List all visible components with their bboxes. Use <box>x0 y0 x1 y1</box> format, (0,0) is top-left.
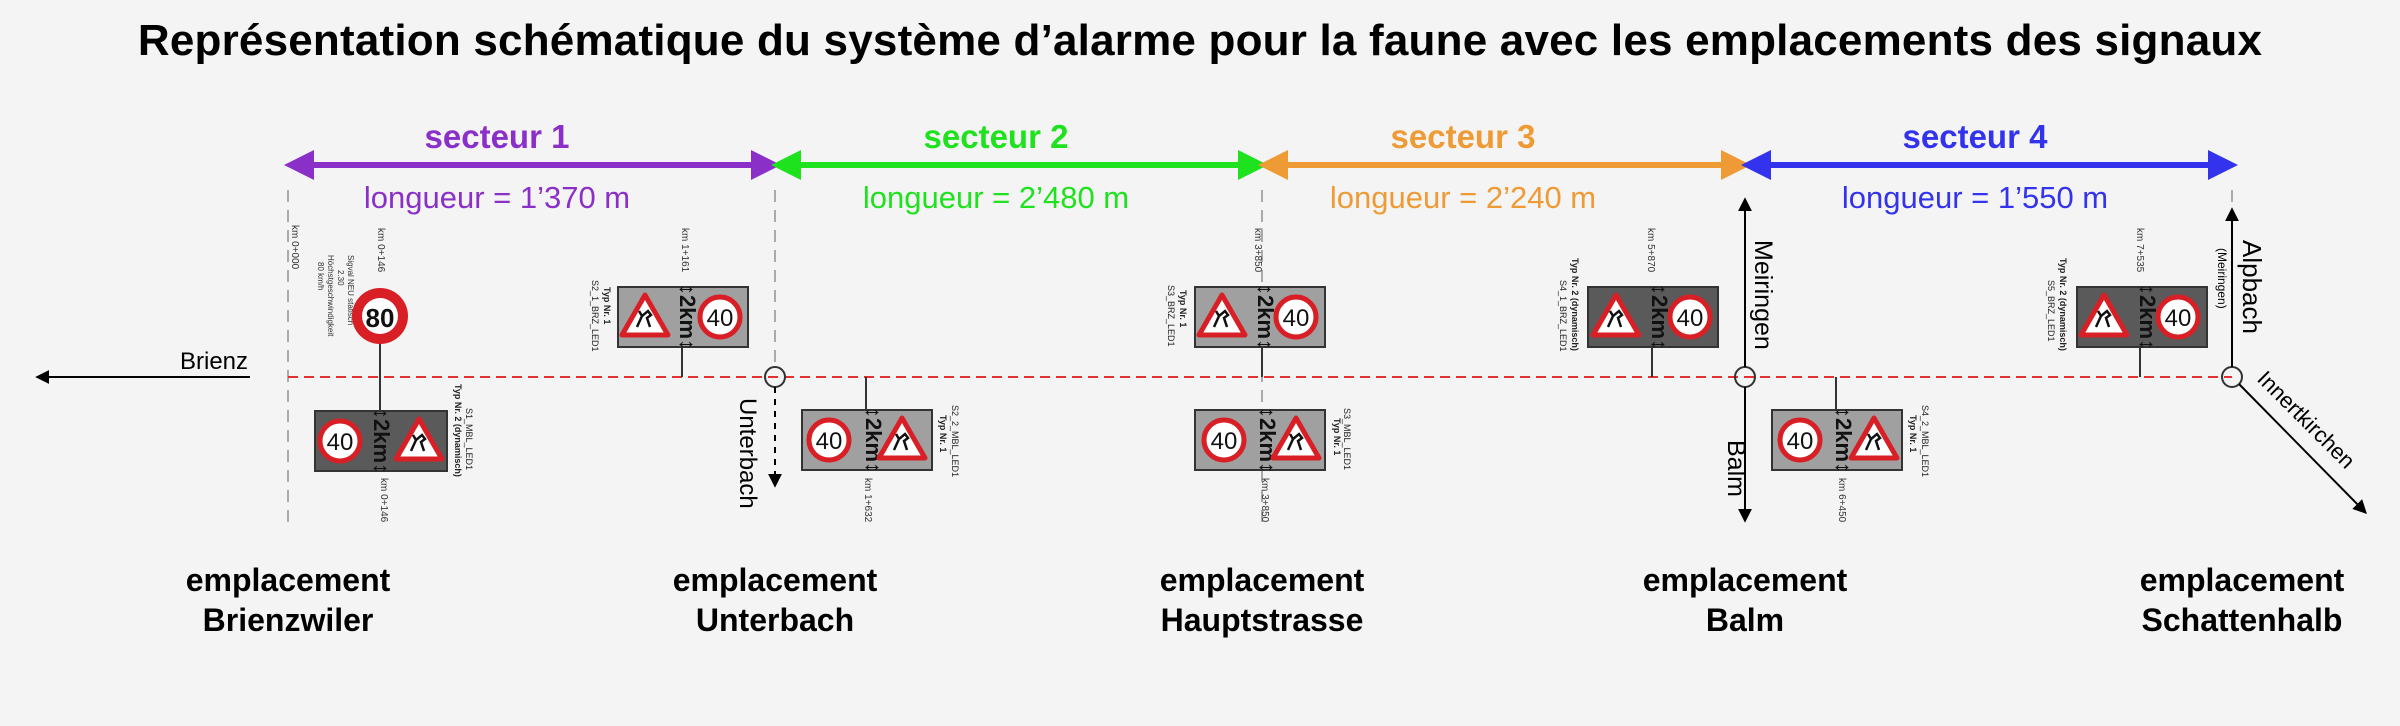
svg-text:Typ Nr. 1: Typ Nr. 1 <box>938 415 948 452</box>
svg-text:2.30: 2.30 <box>336 270 345 286</box>
brienz-label: Brienz <box>180 348 248 375</box>
svg-text:S2_2_MBL_LED1: S2_2_MBL_LED1 <box>950 405 960 477</box>
svg-text:S3_MBL_LED1: S3_MBL_LED1 <box>1342 408 1352 470</box>
km-s2-bottom: km 1+632 <box>862 478 873 523</box>
sign-s2-mbl: S2_2_MBL_LED1 Typ Nr. 1 <box>801 377 960 477</box>
svg-text:Typ Nr. 1: Typ Nr. 1 <box>1908 415 1918 452</box>
km-s5-top: km 7+535 <box>2134 228 2145 273</box>
svg-text:S4_2_MBL_LED1: S4_2_MBL_LED1 <box>1920 405 1930 477</box>
balm-label: Balm <box>1722 440 1750 497</box>
svg-text:Typ Nr. 1: Typ Nr. 1 <box>602 287 612 324</box>
speed-limit-80-sign: 80 <box>352 288 408 410</box>
sign-s5-brz: S5_BRZ_LED1 Typ Nr. 2 (dynamisch) <box>2046 258 2208 377</box>
sector-1-length: longueur = 1’370 m <box>364 180 630 215</box>
svg-text:Typ Nr. 2 (dynamisch): Typ Nr. 2 (dynamisch) <box>453 384 463 477</box>
svg-text:Typ Nr. 2 (dynamisch): Typ Nr. 2 (dynamisch) <box>1570 258 1580 351</box>
location-unterbach: emplacement Unterbach <box>672 562 878 638</box>
sign-s1-mbl: S1_MBL_LED1 Typ Nr. 2 (dynamisch) <box>314 384 474 477</box>
sector-4-name: secteur 4 <box>1903 118 2049 155</box>
innertkirchen-label: Innertkirchen <box>2252 366 2360 474</box>
km-s1-bottom: km 0+146 <box>378 478 389 523</box>
alpbach-label: Alpbach <box>2237 240 2267 334</box>
diagram-title: Représentation schématique du système d’… <box>137 16 2263 65</box>
svg-text:Typ Nr. 2 (dynamisch): Typ Nr. 2 (dynamisch) <box>2058 258 2068 351</box>
km-s4-bottom: km 6+450 <box>1836 478 1847 523</box>
svg-text:S3_BRZ_LED1: S3_BRZ_LED1 <box>1166 285 1176 347</box>
km-s2-top: km 1+161 <box>679 228 690 273</box>
svg-text:S1_MBL_LED1: S1_MBL_LED1 <box>464 408 474 470</box>
svg-text:80: 80 <box>366 303 395 333</box>
svg-text:S2_1_BRZ_LED1: S2_1_BRZ_LED1 <box>590 280 600 352</box>
km-s3-top: km 3+850 <box>1252 228 1263 273</box>
svg-text:Höchstgeschwindigkeit: Höchstgeschwindigkeit <box>326 255 335 337</box>
svg-text:Typ Nr. 1: Typ Nr. 1 <box>1178 290 1188 327</box>
km-s3-bottom: km 3+850 <box>1259 478 1270 523</box>
speed-note: Sigval NEU statisch 2.30 Höchstgeschwind… <box>316 255 355 337</box>
svg-text:80 km/h: 80 km/h <box>316 262 325 290</box>
meiringen-label: Meiringen <box>1749 240 1777 350</box>
sign-s4-mbl: S4_2_MBL_LED1 Typ Nr. 1 <box>1771 377 1930 477</box>
sign-s2-brz: S2_1_BRZ_LED1 Typ Nr. 1 <box>590 280 749 377</box>
sector-3-name: secteur 3 <box>1391 118 1536 155</box>
location-brienzwiler: emplacement Brienzwiler <box>185 562 391 638</box>
sector-4-length: longueur = 1’550 m <box>1842 180 2108 215</box>
sign-s3-brz: S3_BRZ_LED1 Typ Nr. 1 <box>1166 283 1326 377</box>
km-s4-top: km 5+870 <box>1645 228 1656 273</box>
sector-2-name: secteur 2 <box>924 118 1069 155</box>
km-start: km 0+000 <box>289 225 300 270</box>
svg-text:S4_1_BRZ_LED1: S4_1_BRZ_LED1 <box>1558 280 1568 352</box>
sector-2-length: longueur = 2’480 m <box>863 180 1129 215</box>
km-s1-top: km 0+146 <box>375 228 386 273</box>
svg-text:Sigval NEU statisch: Sigval NEU statisch <box>346 255 355 325</box>
sector-1-name: secteur 1 <box>425 118 570 155</box>
svg-text:Typ Nr. 1: Typ Nr. 1 <box>1332 418 1342 455</box>
location-schattenhalb: emplacement Schattenhalb <box>2139 562 2345 638</box>
sign-s4-brz: S4_1_BRZ_LED1 Typ Nr. 2 (dynamisch) <box>1558 258 1719 377</box>
location-hauptstrasse: emplacement Hauptstrasse <box>1159 562 1365 638</box>
unterbach-label: Unterbach <box>734 398 761 509</box>
sign-s3-mbl: S3_MBL_LED1 Typ Nr. 1 <box>1194 406 1352 474</box>
alpbach-sub-label: (Meiringen) <box>2215 248 2229 309</box>
sector-3-length: longueur = 2’240 m <box>1330 180 1596 215</box>
km-markers: km 0+000 km 0+146 km 0+146 km 1+161 km 1… <box>289 225 2145 523</box>
location-balm: emplacement Balm <box>1642 562 1848 638</box>
svg-text:S5_BRZ_LED1: S5_BRZ_LED1 <box>2046 280 2056 342</box>
